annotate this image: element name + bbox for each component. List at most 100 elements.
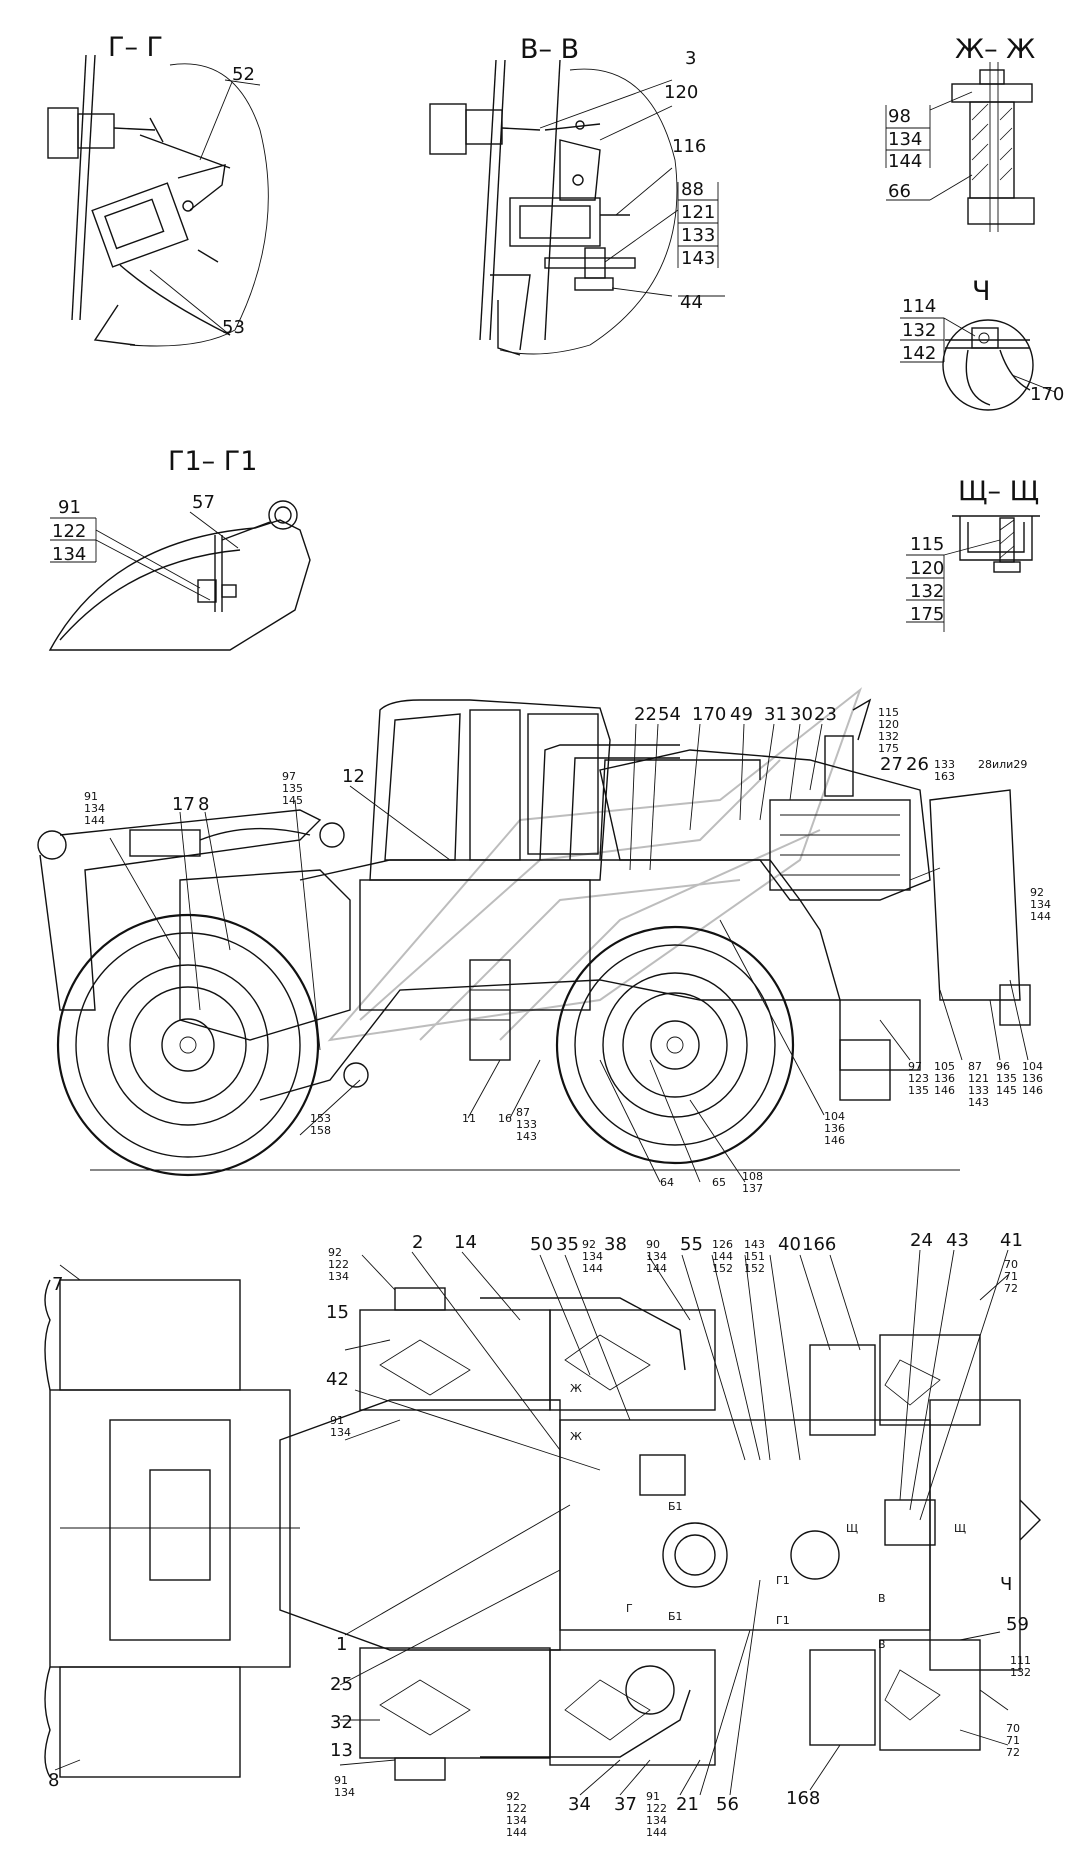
label-121: 121 bbox=[968, 1072, 989, 1085]
label-90: 90 bbox=[646, 1238, 660, 1251]
wheel-top-left bbox=[59, 1279, 241, 1391]
label-23: 23 bbox=[814, 704, 837, 725]
label-114: 114 bbox=[902, 296, 936, 317]
marker-v-top: В bbox=[878, 1592, 886, 1605]
label-115: 115 bbox=[878, 706, 899, 719]
label-55: 55 bbox=[680, 1234, 703, 1255]
label-134: 134 bbox=[1030, 898, 1051, 911]
label-152: 152 bbox=[712, 1262, 733, 1275]
label-133: 133 bbox=[681, 225, 715, 246]
label-122: 122 bbox=[52, 521, 86, 542]
label-111: 111 bbox=[1010, 1654, 1031, 1667]
label-158: 158 bbox=[310, 1124, 331, 1137]
label-145: 145 bbox=[996, 1084, 1017, 1097]
label-145: 145 bbox=[282, 794, 303, 807]
label-42: 42 bbox=[326, 1369, 349, 1390]
label-57: 57 bbox=[192, 492, 215, 513]
section-g1-g1: Г1– Г1 91 122 134 57 bbox=[48, 446, 311, 651]
label-135: 135 bbox=[908, 1084, 929, 1097]
label-135: 135 bbox=[996, 1072, 1017, 1085]
label-105: 105 bbox=[934, 1060, 955, 1073]
label-70: 70 bbox=[1004, 1258, 1018, 1271]
label-40: 40 bbox=[778, 1234, 801, 1255]
label-133: 133 bbox=[968, 1084, 989, 1097]
label-120: 120 bbox=[878, 718, 899, 731]
label-ch: Ч bbox=[1000, 1574, 1012, 1595]
cab bbox=[369, 699, 611, 881]
label-115: 115 bbox=[910, 534, 944, 555]
label-50: 50 bbox=[530, 1234, 553, 1255]
label-151: 151 bbox=[744, 1250, 765, 1263]
section-g-g: Г– Г 52 53 bbox=[47, 32, 269, 347]
label-97: 97 bbox=[282, 770, 296, 783]
label-143: 143 bbox=[681, 248, 715, 269]
section-zh-zh-title: Ж– Ж bbox=[955, 34, 1035, 65]
label-64: 64 bbox=[660, 1176, 674, 1189]
label-122: 122 bbox=[646, 1802, 667, 1815]
label-56: 56 bbox=[716, 1794, 739, 1815]
marker-b1-top: Б1 bbox=[668, 1500, 683, 1513]
label-38: 38 bbox=[604, 1234, 627, 1255]
label-3: 3 bbox=[685, 48, 696, 69]
label-8: 8 bbox=[48, 1770, 59, 1791]
section-v-v: В– В 3 120 116 88 121 133 143 bbox=[429, 34, 725, 356]
marker-shch-left: Щ bbox=[846, 1522, 858, 1535]
label-146: 146 bbox=[824, 1134, 845, 1147]
label-144: 144 bbox=[646, 1262, 667, 1275]
watermark-logo bbox=[327, 687, 863, 1042]
marker-zh-bottom: Ж bbox=[570, 1430, 582, 1443]
label-31: 31 bbox=[764, 704, 787, 725]
marker-g1-bottom: Г1 bbox=[776, 1614, 790, 1627]
label-170: 170 bbox=[692, 704, 726, 725]
label-37: 37 bbox=[614, 1794, 637, 1815]
label-92: 92 bbox=[328, 1246, 342, 1259]
label-133: 133 bbox=[934, 758, 955, 771]
label-134: 134 bbox=[52, 544, 86, 565]
plan-frame-rear bbox=[559, 1419, 931, 1631]
label-53: 53 bbox=[222, 317, 245, 338]
label-87: 87 bbox=[968, 1060, 982, 1073]
label-1: 1 bbox=[336, 1634, 347, 1655]
label-71: 71 bbox=[1006, 1734, 1020, 1747]
label-98: 98 bbox=[888, 106, 911, 127]
label-22: 22 bbox=[634, 704, 657, 725]
step-bottom-left bbox=[394, 1757, 446, 1781]
label-87: 87 bbox=[516, 1106, 530, 1119]
label-14: 14 bbox=[454, 1232, 477, 1253]
step-top-right bbox=[809, 1344, 876, 1436]
label-132: 132 bbox=[910, 581, 944, 602]
label-91: 91 bbox=[58, 497, 81, 518]
label-134: 134 bbox=[646, 1814, 667, 1827]
label-132: 132 bbox=[878, 730, 899, 743]
label-134: 134 bbox=[582, 1250, 603, 1263]
label-104: 104 bbox=[824, 1110, 845, 1123]
label-116: 116 bbox=[672, 136, 706, 157]
label-16: 16 bbox=[498, 1112, 512, 1125]
label-144: 144 bbox=[712, 1250, 733, 1263]
label-27: 27 bbox=[880, 754, 903, 775]
label-134: 134 bbox=[84, 802, 105, 815]
marker-b1-bottom: Б1 bbox=[668, 1610, 683, 1623]
label-132: 132 bbox=[902, 320, 936, 341]
label-152: 152 bbox=[744, 1262, 765, 1275]
label-168: 168 bbox=[786, 1788, 820, 1809]
marker-zh-top: Ж bbox=[570, 1382, 582, 1395]
plan-view: 2 14 50 35 92 134 144 38 90 134 144 55 1… bbox=[44, 1230, 1041, 1839]
mesh-panel-left-top bbox=[359, 1309, 551, 1411]
label-15: 15 bbox=[326, 1302, 349, 1323]
section-v-v-title: В– В bbox=[520, 34, 579, 65]
label-121: 121 bbox=[681, 202, 715, 223]
side-view: 22 54 170 49 31 30 23 115 120 132 175 12… bbox=[37, 698, 1051, 1195]
front-wheel bbox=[56, 913, 320, 1177]
section-ch: Ч 114 132 142 170 bbox=[900, 276, 1064, 411]
label-144: 144 bbox=[84, 814, 105, 827]
label-11: 11 bbox=[462, 1112, 476, 1125]
label-135: 135 bbox=[282, 782, 303, 795]
label-91: 91 bbox=[334, 1774, 348, 1787]
label-134: 134 bbox=[334, 1786, 355, 1799]
label-134: 134 bbox=[328, 1270, 349, 1283]
label-142: 142 bbox=[902, 343, 936, 364]
label-35: 35 bbox=[556, 1234, 579, 1255]
label-65: 65 bbox=[712, 1176, 726, 1189]
label-59: 59 bbox=[1006, 1614, 1029, 1635]
